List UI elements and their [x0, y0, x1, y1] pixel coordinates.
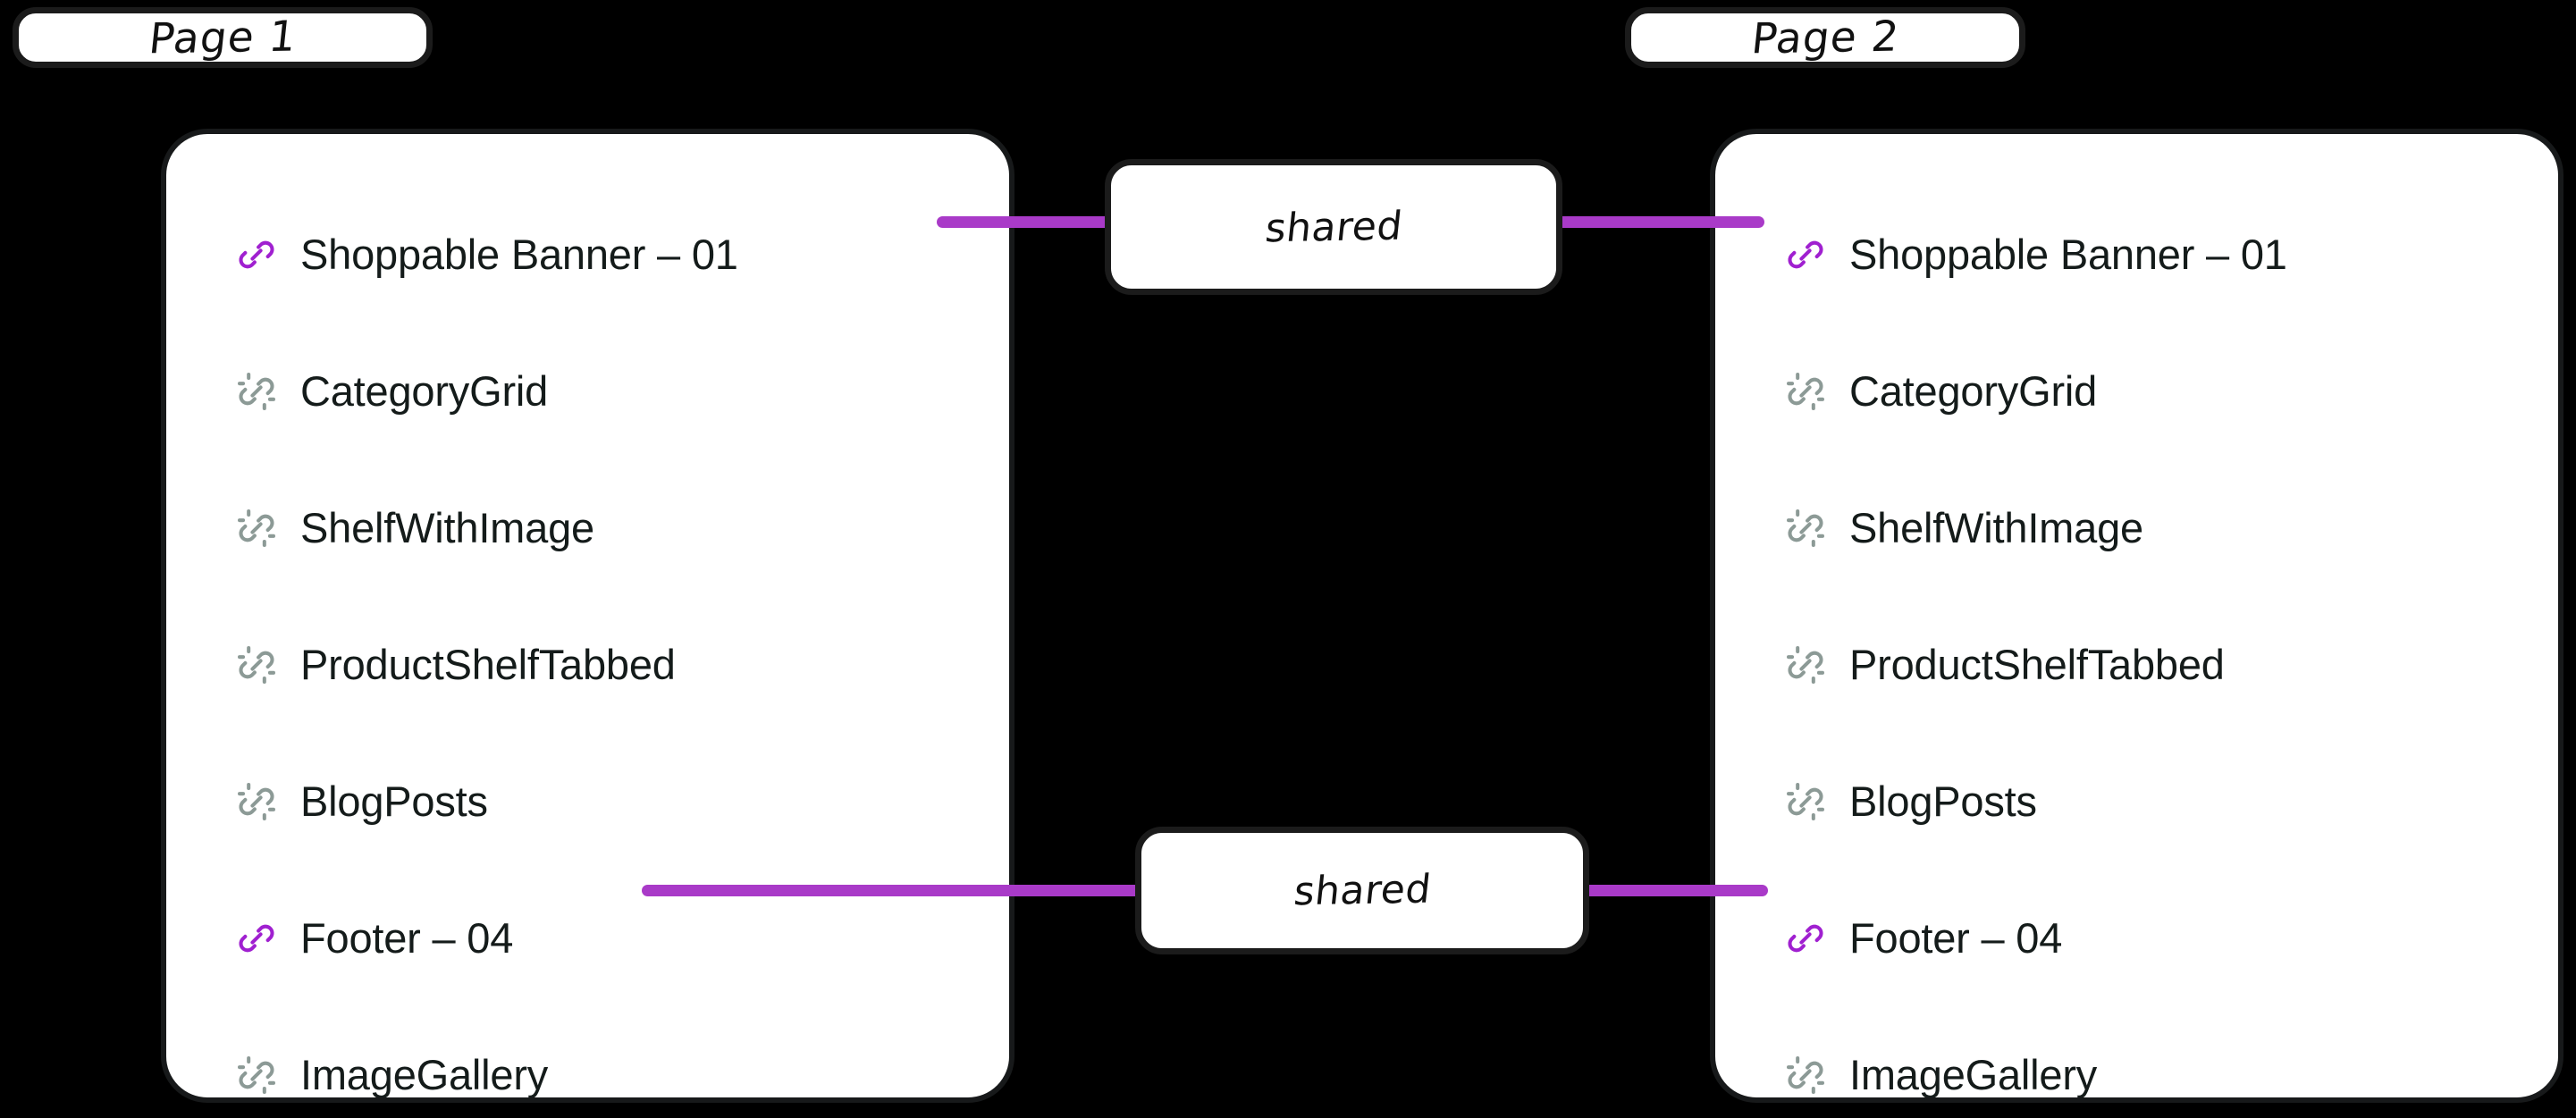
connector-line-shared-bottom-left: [642, 885, 1141, 896]
list-item-label: ImageGallery: [300, 1051, 549, 1098]
page-tag-label: Page 1: [146, 12, 299, 63]
list-item-label: BlogPosts: [1849, 778, 2037, 825]
connector-line-shared-bottom-right: [1582, 885, 1768, 896]
unlink-icon[interactable]: [236, 371, 277, 412]
list-item[interactable]: ShelfWithImage: [1715, 459, 2558, 596]
list-item-label: Shoppable Banner – 01: [300, 231, 738, 278]
list-item[interactable]: Footer – 04: [1715, 870, 2558, 1006]
link-icon[interactable]: [1785, 918, 1826, 959]
list-item-label: BlogPosts: [300, 778, 488, 825]
unlink-icon[interactable]: [236, 644, 277, 685]
unlink-icon[interactable]: [1785, 371, 1826, 412]
unlink-icon[interactable]: [236, 1055, 277, 1096]
list-item[interactable]: Shoppable Banner – 01: [166, 186, 1009, 323]
list-item[interactable]: BlogPosts: [1715, 733, 2558, 870]
link-icon[interactable]: [236, 918, 277, 959]
list-item-label: ImageGallery: [1849, 1051, 2098, 1098]
list-item-label: CategoryGrid: [1849, 367, 2098, 415]
component-list-page-1: Shoppable Banner – 01 CategoryGrid: [166, 134, 1009, 1098]
page-tag-page-1[interactable]: Page 1: [13, 7, 433, 68]
shared-badge-bottom[interactable]: shared: [1135, 827, 1589, 954]
connector-line-shared-top-right: [1557, 216, 1764, 228]
shared-badge-label: shared: [1291, 866, 1434, 915]
list-item-label: ProductShelfTabbed: [1849, 641, 2225, 688]
unlink-icon[interactable]: [1785, 1055, 1826, 1096]
list-item-label: ShelfWithImage: [1849, 504, 2143, 551]
page-tag-page-2[interactable]: Page 2: [1625, 7, 2025, 68]
connector-line-shared-top-left: [937, 216, 1112, 228]
list-item[interactable]: CategoryGrid: [166, 323, 1009, 459]
list-item-label: Footer – 04: [1849, 914, 2063, 962]
shared-badge-label: shared: [1262, 203, 1405, 251]
list-item[interactable]: ImageGallery: [1715, 1006, 2558, 1098]
list-item[interactable]: CategoryGrid: [1715, 323, 2558, 459]
link-icon[interactable]: [1785, 234, 1826, 275]
component-list-page-2: Shoppable Banner – 01 CategoryGrid: [1715, 134, 2558, 1098]
list-item[interactable]: ProductShelfTabbed: [166, 596, 1009, 733]
list-item[interactable]: Footer – 04: [166, 870, 1009, 1006]
unlink-icon[interactable]: [236, 508, 277, 549]
shared-badge-top[interactable]: shared: [1105, 159, 1562, 295]
unlink-icon[interactable]: [236, 781, 277, 822]
list-item[interactable]: ShelfWithImage: [166, 459, 1009, 596]
list-item-label: ProductShelfTabbed: [300, 641, 676, 688]
page-tag-label: Page 2: [1748, 12, 1902, 63]
list-item[interactable]: BlogPosts: [166, 733, 1009, 870]
list-item[interactable]: Shoppable Banner – 01: [1715, 186, 2558, 323]
list-item[interactable]: ProductShelfTabbed: [1715, 596, 2558, 733]
list-item-label: Shoppable Banner – 01: [1849, 231, 2287, 278]
list-item-label: ShelfWithImage: [300, 504, 594, 551]
list-item-label: Footer – 04: [300, 914, 514, 962]
list-item-label: CategoryGrid: [300, 367, 549, 415]
unlink-icon[interactable]: [1785, 644, 1826, 685]
unlink-icon[interactable]: [1785, 508, 1826, 549]
list-item[interactable]: ImageGallery: [166, 1006, 1009, 1098]
unlink-icon[interactable]: [1785, 781, 1826, 822]
link-icon[interactable]: [236, 234, 277, 275]
page-card-page-1: Shoppable Banner – 01 CategoryGrid: [161, 129, 1014, 1103]
page-card-page-2: Shoppable Banner – 01 CategoryGrid: [1710, 129, 2563, 1103]
